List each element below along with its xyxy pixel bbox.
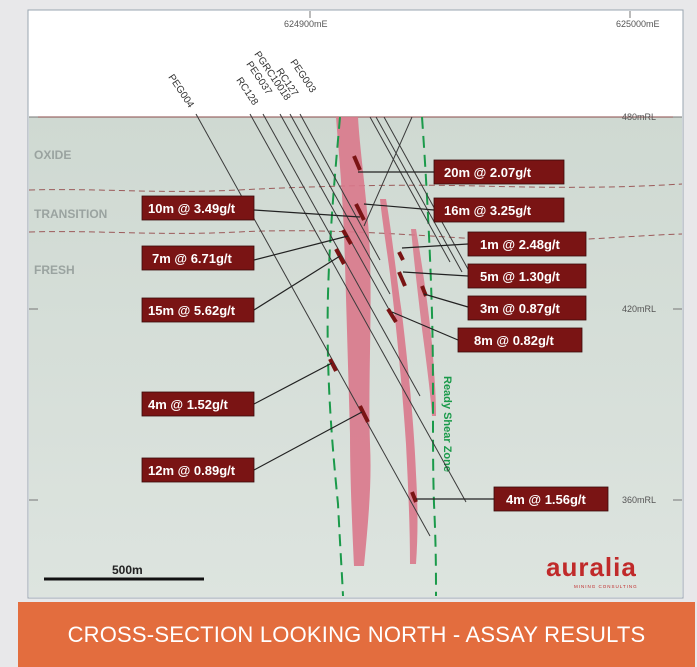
svg-text:4m @ 1.56g/t: 4m @ 1.56g/t (506, 492, 587, 507)
svg-text:20m @ 2.07g/t: 20m @ 2.07g/t (444, 165, 532, 180)
intercept-mark-5 (397, 251, 405, 261)
intercept-callout-1: 20m @ 2.07g/t (433, 159, 565, 185)
auralia-logo: auralia MINING CONSULTING (546, 552, 638, 589)
intercept-mark-3 (341, 229, 353, 245)
drillhole-trace-peg003 (299, 113, 381, 261)
drillhole-trace-c (383, 116, 475, 281)
svg-text:16m @ 3.25g/t: 16m @ 3.25g/t (444, 203, 532, 218)
leader-4 (401, 243, 469, 249)
drillhole-trace-peg004 (195, 113, 431, 537)
svg-text:1m @ 2.48g/t: 1m @ 2.48g/t (480, 237, 561, 252)
intercept-mark-10 (358, 405, 370, 423)
intercept-callout-7: 3m @ 0.87g/t (467, 295, 587, 321)
svg-text:12m @ 0.89g/t: 12m @ 0.89g/t (148, 463, 236, 478)
svg-text:4m @ 1.52g/t: 4m @ 1.52g/t (148, 397, 229, 412)
leader-10 (253, 362, 333, 405)
intercept-mark-9 (328, 358, 338, 372)
orebody-east-lens (380, 199, 418, 564)
leader-2 (363, 203, 435, 211)
intercept-callout-11: 12m @ 0.89g/t (141, 457, 255, 483)
drillhole-trace-pgrc10018 (279, 113, 397, 323)
leader-8 (253, 255, 341, 311)
svg-text:MINING CONSULTING: MINING CONSULTING (574, 584, 638, 589)
intercept-callout-9: 8m @ 0.82g/t (457, 327, 583, 353)
intercept-callout-2: 16m @ 3.25g/t (433, 197, 565, 223)
svg-text:8m @ 0.82g/t: 8m @ 0.82g/t (474, 333, 555, 348)
shear-zone-label: Ready Shear Zone (441, 376, 453, 472)
sky-area (29, 11, 682, 117)
intercept-mark-2 (354, 203, 366, 221)
caption-text: CROSS-SECTION LOOKING NORTH - ASSAY RESU… (67, 621, 646, 647)
intercept-callout-12: 4m @ 1.56g/t (493, 486, 609, 512)
leader-3 (253, 209, 361, 218)
intercept-callout-6: 5m @ 1.30g/t (467, 263, 587, 289)
shear-zone-east-boundary (421, 116, 437, 597)
leader-5 (253, 235, 349, 261)
easting-label-2: 625000mE (616, 19, 660, 29)
svg-text:15m @ 5.62g/t: 15m @ 5.62g/t (148, 303, 236, 318)
drillhole-trace-b (375, 116, 463, 273)
leader-7 (423, 293, 469, 308)
intercept-callout-3: 10m @ 3.49g/t (141, 195, 255, 221)
rl-label-360: 360mRL (622, 495, 656, 505)
zone-fresh-label: FRESH (34, 263, 75, 277)
intercept-mark-11 (410, 491, 418, 503)
scale-bar-label: 500m (112, 563, 143, 577)
intercept-callout-5: 7m @ 6.71g/t (141, 245, 255, 271)
intercept-mark-6 (397, 271, 407, 287)
rl-label-480: 480mRL (622, 112, 656, 122)
leader-11 (253, 411, 363, 471)
intercept-callout-4: 1m @ 2.48g/t (467, 231, 587, 257)
intercept-mark-8 (386, 307, 398, 324)
oxide-transition-boundary (28, 183, 683, 192)
svg-text:7m @ 6.71g/t: 7m @ 6.71g/t (152, 251, 233, 266)
shear-zone-west-boundary (326, 116, 344, 597)
intercept-callout-8: 15m @ 5.62g/t (141, 297, 255, 323)
caption-bar: CROSS-SECTION LOOKING NORTH - ASSAY RESU… (18, 602, 695, 667)
orebody-far-east-lens (411, 229, 436, 416)
svg-text:5m @ 1.30g/t: 5m @ 1.30g/t (480, 269, 561, 284)
svg-text:auralia: auralia (546, 552, 637, 582)
intercept-mark-1 (352, 155, 362, 171)
svg-text:3m @ 0.87g/t: 3m @ 0.87g/t (480, 301, 561, 316)
drillhole-trace-rc127 (289, 113, 391, 295)
leader-9 (391, 311, 459, 341)
cross-section-diagram: 624900mE 625000mE 480mRL 420mRL 360mRL O… (27, 9, 684, 599)
drillhole-trace-peg037 (262, 113, 421, 397)
zone-oxide-label: OXIDE (34, 148, 71, 162)
zone-transition-label: TRANSITION (34, 207, 107, 221)
leader-6 (402, 271, 469, 277)
intercept-callout-10: 4m @ 1.52g/t (141, 391, 255, 417)
rl-label-420: 420mRL (622, 304, 656, 314)
easting-label-1: 624900mE (284, 19, 328, 29)
drillhole-trace-rc128 (249, 113, 467, 503)
drillhole-trace-a (369, 116, 451, 263)
svg-text:10m @ 3.49g/t: 10m @ 3.49g/t (148, 201, 236, 216)
